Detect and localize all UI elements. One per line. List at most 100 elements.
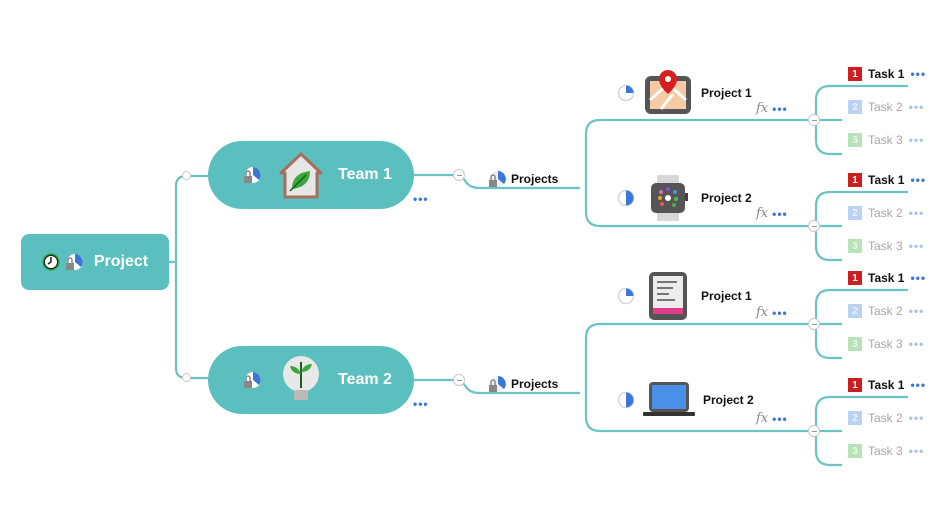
project-node-t2p2[interactable]: Project 2 xyxy=(617,382,754,418)
root-node[interactable]: Project xyxy=(21,234,169,290)
more-button[interactable]: ••• xyxy=(908,133,925,147)
more-button[interactable]: ••• xyxy=(910,271,927,285)
priority-1-icon: 1 xyxy=(848,378,862,392)
collapse-button-team2[interactable] xyxy=(453,374,465,386)
project-label: Project 1 xyxy=(701,86,752,100)
team-node-2[interactable]: Team 2 xyxy=(208,346,414,414)
progress-half-icon xyxy=(617,391,635,409)
collapse-button-t1p2[interactable] xyxy=(808,220,820,232)
collapse-button-t2p1[interactable] xyxy=(808,318,820,330)
priority-3-icon: 3 xyxy=(848,239,862,253)
projects-branch-2[interactable]: Projects xyxy=(487,375,558,393)
priority-3-icon: 3 xyxy=(848,133,862,147)
more-button-team1[interactable]: ••• xyxy=(413,192,429,206)
task-label: Task 1 xyxy=(868,271,905,285)
progress-lock-icon xyxy=(65,254,83,270)
collapse-button-team1[interactable] xyxy=(453,169,465,181)
team-node-1[interactable]: Team 1 xyxy=(208,141,414,209)
task-item[interactable]: 3 Task 3 ••• xyxy=(848,337,924,351)
priority-1-icon: 1 xyxy=(848,271,862,285)
projects-label: Projects xyxy=(511,172,559,186)
progress-quarter-icon xyxy=(617,84,635,102)
priority-2-icon: 2 xyxy=(848,411,862,425)
task-item[interactable]: 3 Task 3 ••• xyxy=(848,133,924,147)
project-label: Project 1 xyxy=(701,289,752,303)
task-label: Task 2 xyxy=(868,100,903,114)
task-label: Task 3 xyxy=(868,133,903,147)
task-item[interactable]: 2 Task 2 ••• xyxy=(848,100,924,114)
root-label: Project xyxy=(93,253,149,270)
project-node-t1p1[interactable]: Project 1 xyxy=(617,70,752,116)
more-button[interactable]: ••• xyxy=(908,206,925,220)
project-meta-t1p2: fx ••• xyxy=(756,206,788,221)
team-label: Team 1 xyxy=(338,166,392,183)
formula-icon[interactable]: fx xyxy=(756,206,769,221)
smartwatch-icon xyxy=(651,175,688,221)
projects1-bracket xyxy=(584,118,812,228)
team-label: Team 2 xyxy=(338,371,392,388)
laptop-icon xyxy=(643,382,695,416)
progress-lock-icon xyxy=(244,167,261,183)
formula-icon[interactable]: fx xyxy=(756,101,769,116)
task-item[interactable]: 2 Task 2 ••• xyxy=(848,411,924,425)
task-label: Task 2 xyxy=(868,206,903,220)
projects2-bracket xyxy=(584,322,812,433)
more-button[interactable]: ••• xyxy=(908,411,925,425)
project-node-t1p2[interactable]: Project 2 xyxy=(617,175,752,221)
formula-icon[interactable]: fx xyxy=(756,305,769,320)
task-item[interactable]: 1 Task 1 ••• xyxy=(848,173,926,187)
formula-icon[interactable]: fx xyxy=(756,411,769,426)
collapse-button-t1p1[interactable] xyxy=(808,114,820,126)
project-label: Project 2 xyxy=(703,393,754,407)
more-button[interactable]: ••• xyxy=(908,337,925,351)
more-button[interactable]: ••• xyxy=(908,304,925,318)
priority-2-icon: 2 xyxy=(848,304,862,318)
house-leaf-icon xyxy=(279,152,323,199)
progress-quarter-icon xyxy=(617,287,635,305)
root-connector xyxy=(169,174,208,380)
more-button[interactable]: ••• xyxy=(910,173,927,187)
priority-1-icon: 1 xyxy=(848,67,862,81)
project-meta-t2p2: fx ••• xyxy=(756,411,788,426)
task-item[interactable]: 2 Task 2 ••• xyxy=(848,206,924,220)
document-icon xyxy=(649,272,687,320)
priority-1-icon: 1 xyxy=(848,173,862,187)
more-button[interactable]: ••• xyxy=(908,444,925,458)
expand-dot-team2[interactable] xyxy=(182,373,191,382)
task-label: Task 2 xyxy=(868,411,903,425)
more-button[interactable]: ••• xyxy=(910,378,927,392)
project-meta-t2p1: fx ••• xyxy=(756,305,788,320)
task-label: Task 3 xyxy=(868,239,903,253)
progress-lock-icon xyxy=(244,372,261,388)
collapse-button-t2p2[interactable] xyxy=(808,425,820,437)
more-button[interactable]: ••• xyxy=(910,67,927,81)
task-label: Task 1 xyxy=(868,173,905,187)
task-item[interactable]: 3 Task 3 ••• xyxy=(848,239,924,253)
task-label: Task 3 xyxy=(868,337,903,351)
project-meta-t1p1: fx ••• xyxy=(756,101,788,116)
progress-half-icon xyxy=(617,189,635,207)
more-button[interactable]: ••• xyxy=(772,305,788,320)
more-button[interactable]: ••• xyxy=(772,206,788,221)
projects-label: Projects xyxy=(511,377,559,391)
more-button[interactable]: ••• xyxy=(908,239,925,253)
more-button[interactable]: ••• xyxy=(908,100,925,114)
project-node-t2p1[interactable]: Project 1 xyxy=(617,272,752,320)
priority-2-icon: 2 xyxy=(848,100,862,114)
task-item[interactable]: 1 Task 1 ••• xyxy=(848,271,926,285)
more-button[interactable]: ••• xyxy=(772,411,788,426)
task-label: Task 3 xyxy=(868,444,903,458)
priority-3-icon: 3 xyxy=(848,337,862,351)
lightbulb-plant-icon xyxy=(283,356,319,400)
projects-branch-1[interactable]: Projects xyxy=(487,170,558,188)
expand-dot-team1[interactable] xyxy=(182,171,191,180)
more-button[interactable]: ••• xyxy=(772,101,788,116)
progress-lock-icon xyxy=(489,171,506,187)
more-button-team2[interactable]: ••• xyxy=(413,397,429,411)
priority-2-icon: 2 xyxy=(848,206,862,220)
project-label: Project 2 xyxy=(701,191,752,205)
